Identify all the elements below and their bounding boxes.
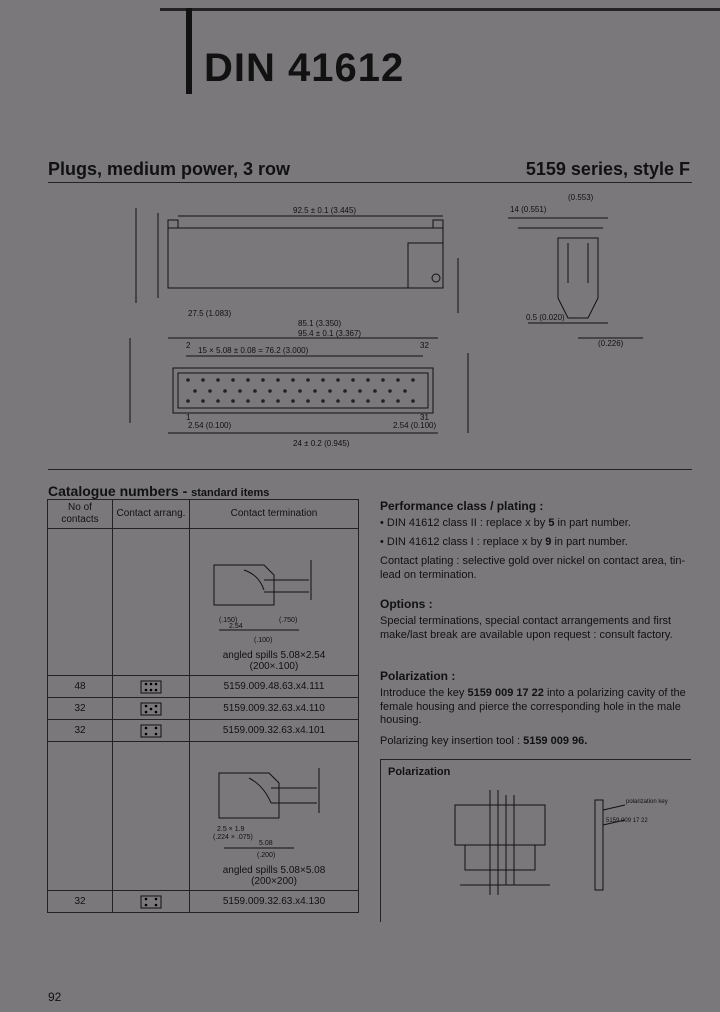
pin-label: 2 xyxy=(186,341,191,350)
dim-label: 2.5 × 1.9 xyxy=(217,826,245,833)
connector-drawing: 92.5 ± 0.1 (3.445) 85.1 (3.350) 95.4 ± 0… xyxy=(129,193,643,448)
key-label: polarization key xyxy=(626,799,668,805)
pin-label: 1 xyxy=(186,413,191,422)
termination-drawing-1: (.150) 2.54 (.100) (.750) xyxy=(213,560,312,644)
section-rule xyxy=(48,469,692,470)
dim-label: 95.4 ± 0.1 (3.367) xyxy=(298,329,361,338)
contact-grid-icon xyxy=(140,680,162,693)
dim-label: (.750) xyxy=(279,617,297,624)
plug-body-front-view xyxy=(172,367,434,414)
col-header-termination: Contact termination xyxy=(189,499,359,529)
performance-class-1: • DIN 41612 class I : replace x by 9 in … xyxy=(380,536,690,550)
contacts-count: 32 xyxy=(47,719,113,742)
part-number: 5159.009.48.63.x4.111 xyxy=(189,675,359,698)
options-heading: Options : xyxy=(380,597,433,611)
contacts-count: 48 xyxy=(47,675,113,698)
title-rule xyxy=(160,8,720,11)
page-title: DIN 41612 xyxy=(204,46,405,90)
part-number: 5159.009.32.63.x4.101 xyxy=(189,719,359,742)
dim-label: (0.553) xyxy=(568,193,594,202)
table-row: 32 5159.009.32.63.x4.101 xyxy=(47,719,359,742)
dim-label: 85.1 (3.350) xyxy=(298,319,341,328)
catalogue-subtitle: standard items xyxy=(191,487,270,499)
performance-text: in part number. xyxy=(551,536,628,548)
plating-text: Contact plating : selective gold over ni… xyxy=(380,555,686,581)
termination-drawing-2: 2.5 × 1.9 (.224 × .075) 5.08 (.200) xyxy=(213,768,320,859)
termination-caption-2: angled spills 5.08×5.08 (200×200) xyxy=(222,865,326,887)
performance-value: 5 xyxy=(548,517,555,529)
dim-label: 2.54 (0.100) xyxy=(188,421,231,430)
part-number: 5159.009.32.63.x4.110 xyxy=(189,697,359,720)
dim-label: 27.5 (1.083) xyxy=(188,309,231,318)
product-heading: Plugs, medium power, 3 row xyxy=(48,159,291,179)
key-part-number: 5159 009 17 22 xyxy=(467,687,544,699)
options-text: Special terminations, special contact ar… xyxy=(380,615,673,641)
catalogue-table: No of contacts Contact arrang. Contact t… xyxy=(47,499,359,913)
dim-label: 92.5 ± 0.1 (3.445) xyxy=(293,206,356,215)
plug-side-view xyxy=(557,237,599,319)
contact-grid-icon xyxy=(140,724,162,737)
termination-caption-1: angled spills 5.08×2.54 (200×.100) xyxy=(222,650,326,672)
performance-value: 9 xyxy=(545,536,552,548)
performance-text: • DIN 41612 class II : replace x by xyxy=(380,517,549,529)
tool-part-number: 5159 009 96. xyxy=(523,735,588,747)
dim-label: (.150) xyxy=(219,617,237,624)
catalogue-heading: Catalogue numbers - standard items xyxy=(48,483,269,499)
series-heading: 5159 series, style F xyxy=(525,159,690,179)
contacts-count: 32 xyxy=(47,697,113,720)
table-row: 32 5159.009.32.63.x4.110 xyxy=(47,697,359,720)
col-header-contacts: No of contacts xyxy=(47,499,113,529)
dim-label: 0.5 (0.020) xyxy=(526,313,565,322)
performance-text: • DIN 41612 class I : replace x by xyxy=(380,536,546,548)
polarization-heading: Polarization : xyxy=(380,669,456,683)
dim-label: (.224 × .075) xyxy=(213,834,253,841)
contacts-count: 32 xyxy=(47,890,113,913)
table-row: 2.5 × 1.9 (.224 × .075) 5.08 (.200) angl… xyxy=(47,741,359,891)
pin-label: 31 xyxy=(420,413,429,422)
plug-body-top-view xyxy=(167,227,444,289)
dim-label: (.200) xyxy=(257,852,275,859)
part-number: 5159.009.32.63.x4.130 xyxy=(189,890,359,913)
contact-grid-icon xyxy=(140,702,162,715)
table-row: 32 5159.009.32.63.x4.130 xyxy=(47,890,359,913)
performance-text: in part number. xyxy=(554,517,631,529)
performance-class-2: • DIN 41612 class II : replace x by 5 in… xyxy=(380,517,690,531)
tool-text: Polarizing key insertion tool : xyxy=(380,735,524,747)
title-bar xyxy=(186,8,192,94)
page-number: 92 xyxy=(48,990,62,1004)
heading-rule xyxy=(48,182,692,183)
dim-label: 14 (0.551) xyxy=(510,205,547,214)
col-header-arrangement: Contact arrang. xyxy=(112,499,190,529)
dim-label: 15 × 5.08 ± 0.08 = 76.2 (3.000) xyxy=(198,346,309,355)
dim-label: (.100) xyxy=(254,637,272,644)
performance-heading: Performance class / plating : xyxy=(380,499,544,513)
polarization-text-part: Introduce the key xyxy=(380,687,468,699)
polarization-figure-title: Polarization xyxy=(388,766,451,778)
pin-label: 32 xyxy=(420,341,429,350)
polarization-text-part: into a polarizing cavity of the female h… xyxy=(380,687,686,726)
table-header-row: No of contacts Contact arrang. Contact t… xyxy=(47,499,359,529)
dim-label: (0.226) xyxy=(598,339,624,348)
polarizing-tool: Polarizing key insertion tool : 5159 009… xyxy=(380,735,690,749)
dim-label: 2.54 xyxy=(229,623,243,630)
polarization-figure-box xyxy=(380,759,691,922)
polarization-text: Introduce the key 5159 009 17 22 into a … xyxy=(380,687,690,728)
dim-label: 24 ± 0.2 (0.945) xyxy=(293,439,350,448)
contact-grid-icon xyxy=(140,895,162,908)
dim-label: 2.54 (0.100) xyxy=(393,421,436,430)
catalogue-title: Catalogue numbers - xyxy=(48,483,188,499)
polarization-drawing: polarization key 5159 009 17 22 xyxy=(454,790,668,895)
dim-label: 5.08 xyxy=(259,840,273,847)
table-row: (.150) 2.54 (.100) (.750) angled spills … xyxy=(47,528,359,676)
key-number-label: 5159 009 17 22 xyxy=(606,818,648,824)
table-row: 48 5159.009.48.63.x4.111 xyxy=(47,675,359,698)
